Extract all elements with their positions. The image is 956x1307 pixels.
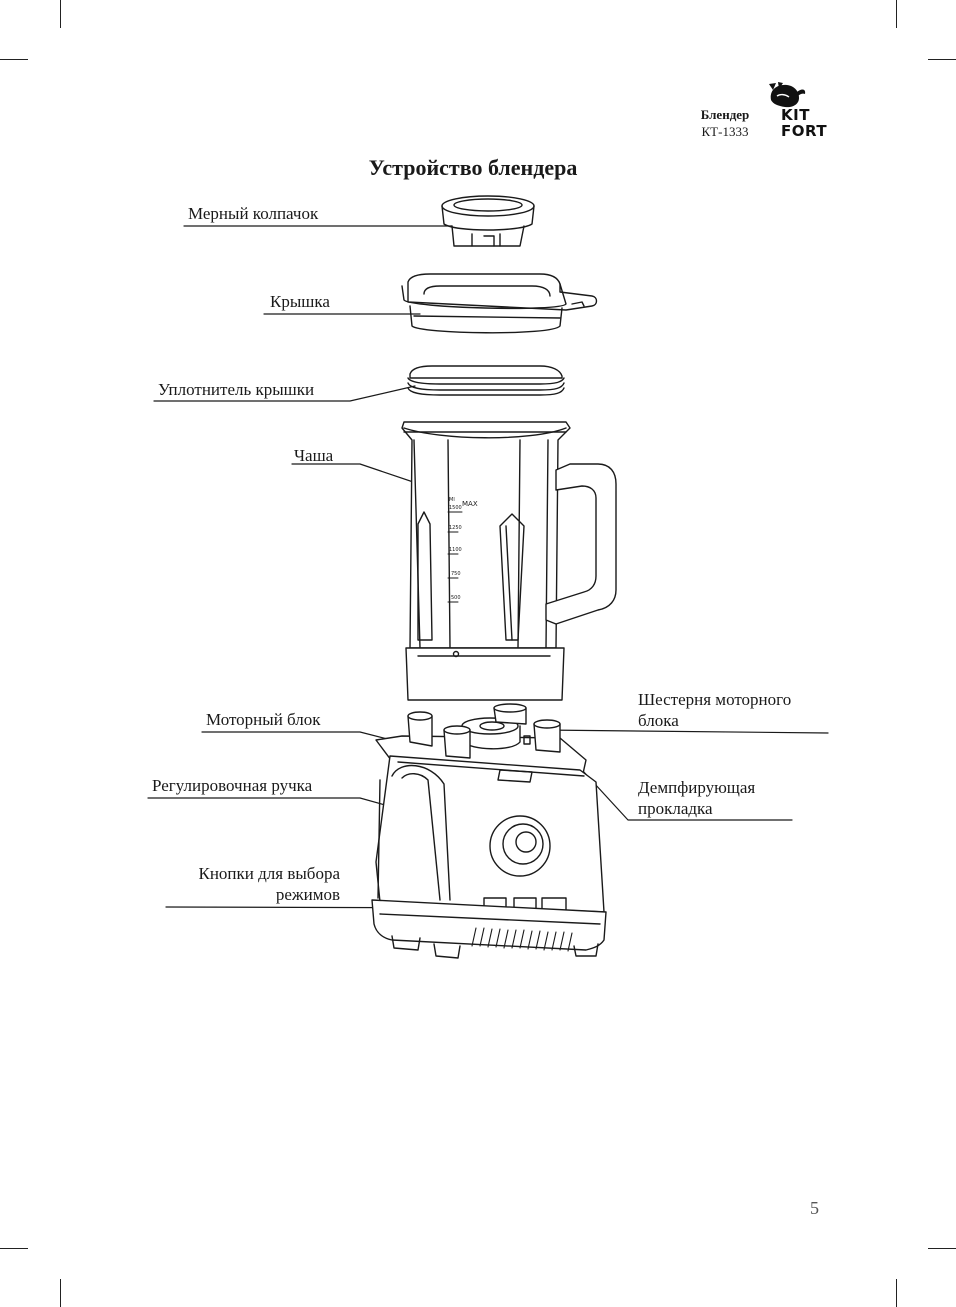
label-mode-buttons-line-2: режимов bbox=[275, 885, 340, 904]
bowl-scale bbox=[447, 511, 463, 603]
lid-seal-drawing bbox=[407, 365, 565, 396]
product-name: Блендер bbox=[700, 107, 750, 122]
crop-mark bbox=[0, 59, 28, 60]
scale-mark: 750 bbox=[451, 571, 461, 577]
page-number: 5 bbox=[810, 1198, 819, 1218]
measuring-cap-drawing bbox=[441, 195, 535, 247]
label-motor-gear-line-1: Шестерня моторного bbox=[638, 690, 792, 709]
label-mode-buttons: Кнопки для выбора режимов bbox=[150, 863, 341, 905]
label-measuring-cap: Мерный колпачок bbox=[188, 204, 319, 223]
scale-mark: 500 bbox=[451, 595, 461, 601]
page-title: Устройство блендера bbox=[368, 155, 578, 180]
scale-mark: 1500 bbox=[449, 505, 462, 511]
product-info: Блендер КТ-1333 bbox=[690, 106, 760, 140]
label-control-knob: Регулировочная ручка bbox=[152, 776, 313, 795]
logo-line-2: FORT bbox=[781, 122, 828, 140]
label-motor-unit: Моторный блок bbox=[206, 710, 321, 729]
label-damping-pad-line-1: Демпфирующая bbox=[638, 778, 756, 797]
scale-mark: 1100 bbox=[449, 547, 462, 553]
crop-mark bbox=[60, 1279, 61, 1307]
label-lid: Крышка bbox=[270, 292, 330, 311]
label-motor-gear: Шестерня моторного блока bbox=[638, 689, 791, 731]
scale-max: MAX bbox=[462, 500, 478, 508]
label-damping-pad: Демпфирующая прокладка bbox=[638, 777, 755, 819]
brand-logo: KIT FORT bbox=[765, 78, 835, 140]
product-model: КТ-1333 bbox=[701, 124, 749, 139]
crop-mark bbox=[0, 1248, 28, 1249]
crop-mark bbox=[896, 0, 897, 28]
crop-mark bbox=[60, 0, 61, 28]
crop-mark bbox=[896, 1279, 897, 1307]
label-damping-pad-line-2: прокладка bbox=[638, 799, 713, 818]
scale-mark: 1250 bbox=[449, 525, 462, 531]
label-mode-buttons-line-1: Кнопки для выбора bbox=[198, 864, 341, 883]
label-bowl: Чаша bbox=[294, 446, 334, 465]
crop-mark bbox=[928, 59, 956, 60]
label-motor-gear-line-2: блока bbox=[638, 711, 679, 730]
label-lid-seal: Уплотнитель крышки bbox=[158, 380, 315, 399]
bowl-drawing bbox=[401, 421, 617, 701]
crop-mark bbox=[928, 1248, 956, 1249]
scale-unit: Ml bbox=[449, 497, 455, 503]
cat-logo-icon bbox=[769, 82, 806, 108]
logo-line-1: KIT bbox=[781, 106, 810, 124]
lid-drawing bbox=[401, 273, 598, 334]
motor-unit-drawing bbox=[371, 703, 607, 959]
